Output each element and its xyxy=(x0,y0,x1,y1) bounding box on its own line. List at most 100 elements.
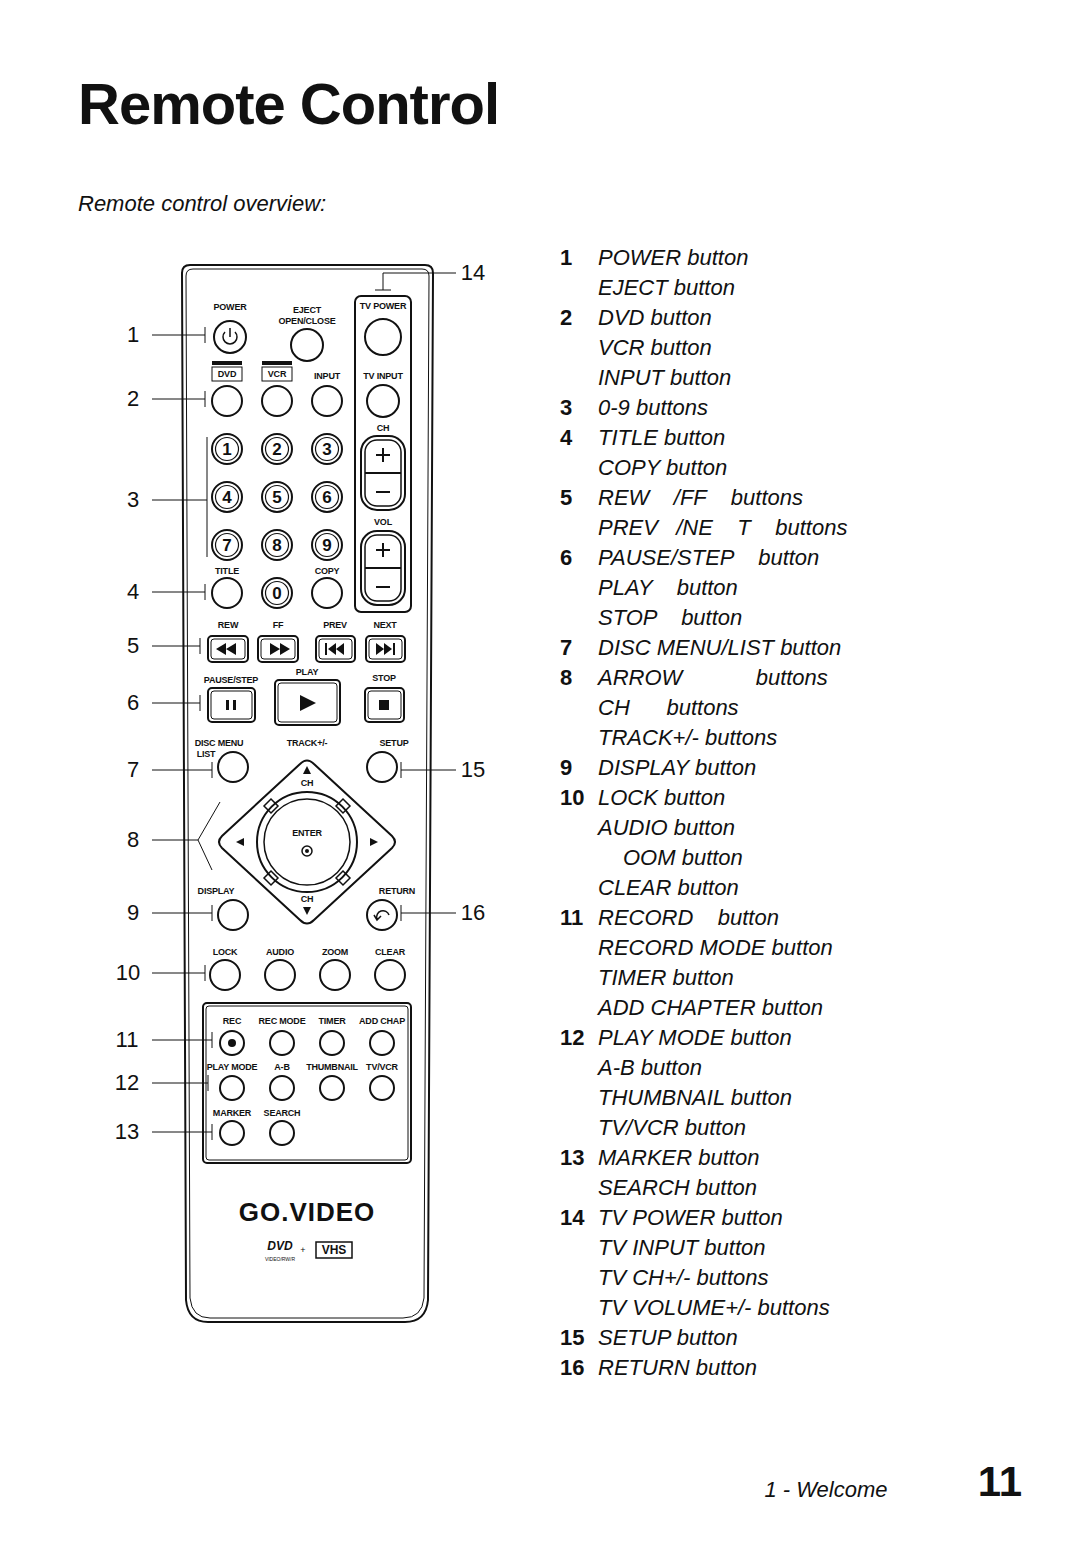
button-digit: 6 xyxy=(322,489,331,506)
callout-number: 11 xyxy=(116,1029,139,1051)
record-panel xyxy=(203,1003,411,1163)
number-ring xyxy=(216,438,239,461)
button-label: ENTER xyxy=(292,829,322,838)
list-item: PREV /NE T buttons xyxy=(598,517,847,539)
button-label: PLAY MODE xyxy=(207,1063,258,1072)
button-label: TV INPUT xyxy=(363,372,402,381)
number-button xyxy=(212,434,242,464)
round-button xyxy=(212,386,242,416)
button-digit: 4 xyxy=(222,489,231,506)
list-item: 0-9 buttons xyxy=(598,397,708,419)
list-item: DVD button xyxy=(598,307,712,329)
list-item: PAUSE/STEP button xyxy=(598,547,819,569)
vhs-box xyxy=(316,1242,352,1258)
button-label: VOL xyxy=(374,518,392,527)
vcr-bar xyxy=(262,361,292,365)
round-button xyxy=(312,578,342,608)
button-label: STOP xyxy=(372,674,396,683)
return-symbol xyxy=(374,911,389,920)
dvd-box xyxy=(212,367,242,381)
button-label: CH xyxy=(301,779,314,788)
button-label: DVD xyxy=(218,370,236,379)
round-button xyxy=(365,319,401,355)
number-button xyxy=(262,530,292,560)
round-button xyxy=(220,1076,244,1100)
pad-arrows xyxy=(236,766,378,915)
button-label: TITLE xyxy=(215,567,239,576)
list-item: TV INPUT button xyxy=(598,1237,766,1259)
round-button xyxy=(367,752,397,782)
button-digit: 1 xyxy=(222,441,231,458)
list-item: RECORD button xyxy=(598,907,779,929)
vol-rocker xyxy=(361,531,405,605)
round-button xyxy=(212,578,242,608)
round-button xyxy=(320,1076,344,1100)
page-number: 11 xyxy=(978,1461,1022,1503)
list-item: TV VOLUME+/- buttons xyxy=(598,1297,830,1319)
rec-dot xyxy=(228,1039,236,1047)
callout-number: 1 xyxy=(127,324,139,346)
list-item: CLEAR button xyxy=(598,877,739,899)
list-item: STOP button xyxy=(598,607,742,629)
list-item: REW /FF buttons xyxy=(598,487,803,509)
button-label: SETUP xyxy=(379,739,408,748)
round-button xyxy=(220,1031,244,1055)
round-button xyxy=(218,752,248,782)
list-item: AUDIO button xyxy=(598,817,735,839)
button-label: TIMER xyxy=(319,1017,346,1026)
list-item: RETURN button xyxy=(598,1357,757,1379)
button-digit: 5 xyxy=(272,489,281,506)
round-button xyxy=(220,1121,244,1145)
remote-body xyxy=(182,265,433,1322)
list-number: 1 xyxy=(560,247,572,269)
button-label: RETURN xyxy=(379,887,415,896)
list-number: 3 xyxy=(560,397,572,419)
list-item: POWER button xyxy=(598,247,748,269)
button-label: LOCK xyxy=(213,948,238,957)
list-item: COPY button xyxy=(598,457,727,479)
dvd-bar xyxy=(212,361,242,365)
callout-number: 2 xyxy=(127,388,139,410)
button-label: REC MODE xyxy=(259,1017,306,1026)
logo-subtext: VIDEO/RW/R xyxy=(265,1257,295,1262)
button-label: COPY xyxy=(315,567,340,576)
list-number: 2 xyxy=(560,307,572,329)
button-label: PAUSE/STEP xyxy=(204,676,258,685)
number-button xyxy=(312,482,342,512)
button-digit: 0 xyxy=(272,585,281,602)
list-item: TV POWER button xyxy=(598,1207,783,1229)
vcr-box xyxy=(262,367,292,381)
callout-number: 4 xyxy=(127,581,139,603)
list-number: 9 xyxy=(560,757,572,779)
number-ring xyxy=(216,534,239,557)
ch-rocker xyxy=(361,436,405,510)
button-label: TV/VCR xyxy=(366,1063,398,1072)
brand-logo: GO.VIDEO xyxy=(239,1199,376,1225)
button-label: FF xyxy=(273,621,284,630)
vol-plus-minus xyxy=(365,543,401,587)
list-item: TV/VCR button xyxy=(598,1117,746,1139)
round-button xyxy=(320,960,350,990)
list-item: ADD CHAPTER button xyxy=(598,997,823,1019)
dvd-logo: DVD xyxy=(267,1240,292,1252)
list-number: 5 xyxy=(560,487,572,509)
list-item: VCR button xyxy=(598,337,712,359)
button-label: VCR xyxy=(268,370,286,379)
caption: Remote control overview: xyxy=(78,193,326,215)
callout-number: 9 xyxy=(127,902,139,924)
list-item: TV CH+/- buttons xyxy=(598,1267,769,1289)
button-label: CH xyxy=(301,895,314,904)
button-label: TRACK+/- xyxy=(287,739,328,748)
button-label: POWER xyxy=(213,303,246,312)
list-item: LOCK button xyxy=(598,787,725,809)
round-button xyxy=(375,960,405,990)
list-item: SETUP button xyxy=(598,1327,738,1349)
button-label: TV POWER xyxy=(360,302,406,311)
enter-symbol-dot xyxy=(305,849,309,853)
button-label: MARKER xyxy=(213,1109,251,1118)
button-digit: 2 xyxy=(272,441,281,458)
list-item: OOM button xyxy=(623,847,743,869)
vhs-logo: VHS xyxy=(322,1244,347,1256)
enter-symbol xyxy=(302,846,312,856)
round-button xyxy=(320,1031,344,1055)
